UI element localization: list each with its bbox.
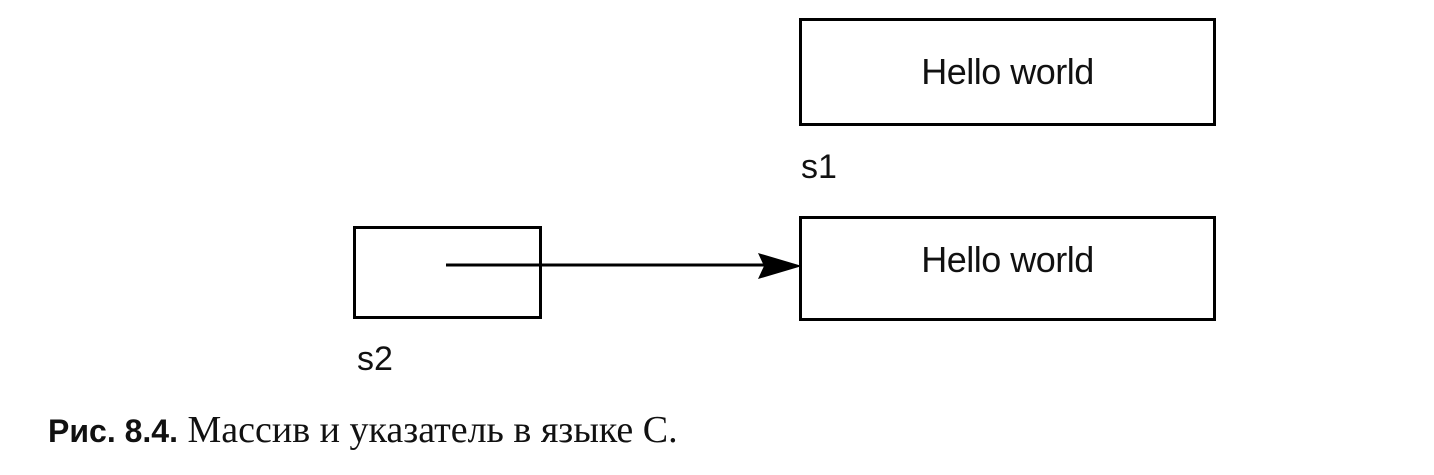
string-literal-box: Hello world <box>799 216 1216 321</box>
s2-pointer-box <box>353 226 542 319</box>
figure-number: Рис. 8.4. <box>48 413 178 449</box>
s1-label: s1 <box>801 148 837 186</box>
figure-caption-text: Массив и указатель в языке С. <box>177 409 678 451</box>
s1-array-content: Hello world <box>921 51 1094 92</box>
figure-caption: Рис. 8.4. Массив и указатель в языке С. <box>48 408 678 452</box>
pointer-arrow-head <box>758 253 802 279</box>
s2-label: s2 <box>357 340 393 378</box>
s1-array-box: Hello world <box>799 18 1216 126</box>
string-literal-content: Hello world <box>921 239 1094 280</box>
